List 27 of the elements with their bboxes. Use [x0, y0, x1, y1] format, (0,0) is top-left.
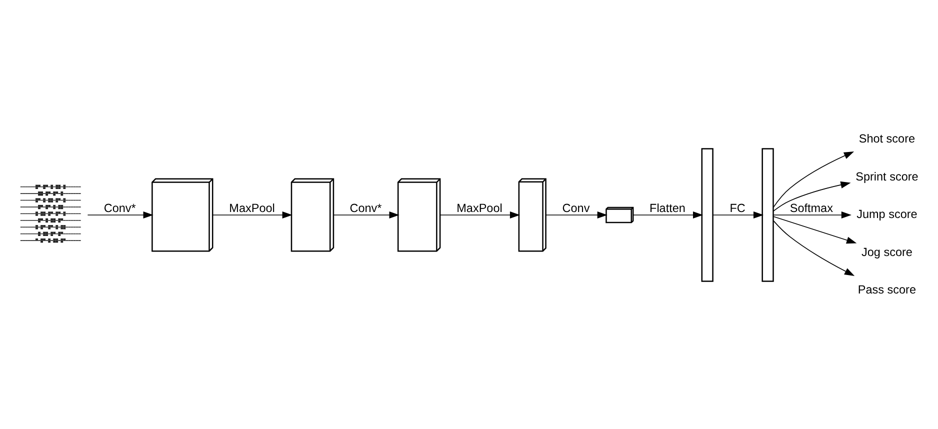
arrow: [772, 180, 851, 212]
edge-label: FC: [730, 201, 746, 214]
arrow: [772, 216, 857, 244]
arrow: [773, 220, 855, 276]
edge-label: Softmax: [790, 201, 833, 214]
arrow: [545, 210, 608, 218]
arrow: [333, 210, 400, 218]
arrow: [772, 210, 852, 218]
node-text: Jump score: [856, 208, 918, 221]
arrow: [440, 210, 520, 218]
edge-label: Conv*: [350, 201, 382, 214]
node-text: Shot score: [858, 132, 916, 146]
arrow: [212, 210, 292, 218]
arrow: [632, 210, 704, 218]
node-bar: [701, 148, 714, 282]
arrow: [87, 210, 154, 218]
edge-label: MaxPool: [229, 201, 275, 214]
node-text: Pass score: [858, 283, 916, 296]
arrow: [712, 210, 764, 218]
edge-label: MaxPool: [456, 201, 502, 214]
edge-label: Flatten: [650, 201, 686, 214]
arrow: [772, 151, 854, 208]
edge-label: Conv*: [104, 201, 136, 214]
node-bar: [762, 148, 774, 282]
node-text: Jog score: [861, 245, 912, 258]
node-text: Sprint score: [856, 170, 918, 183]
edge-label: Conv: [562, 201, 590, 214]
